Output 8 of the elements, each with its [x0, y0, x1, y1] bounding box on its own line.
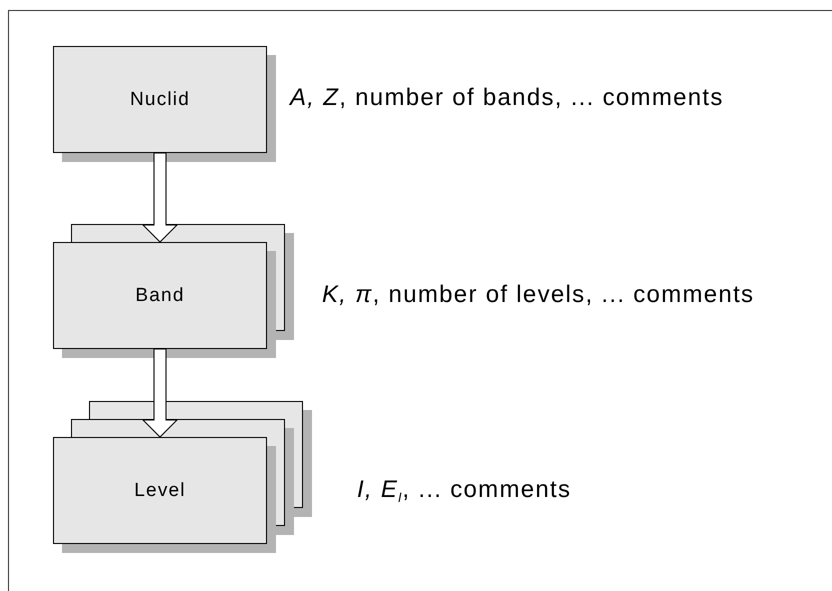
entity-name: Band — [135, 284, 185, 306]
block-arrow — [142, 152, 178, 243]
block-arrow — [142, 348, 178, 438]
attribute-list: I, E$_{l}$, ... comments — [357, 476, 572, 505]
entity-name: Nuclid — [130, 88, 190, 110]
attribute-list: K, π, number of levels, ... comments — [322, 281, 754, 309]
attribute-list: A, Z, number of bands, ... comments — [290, 84, 724, 112]
entity-name: Level — [134, 480, 186, 502]
